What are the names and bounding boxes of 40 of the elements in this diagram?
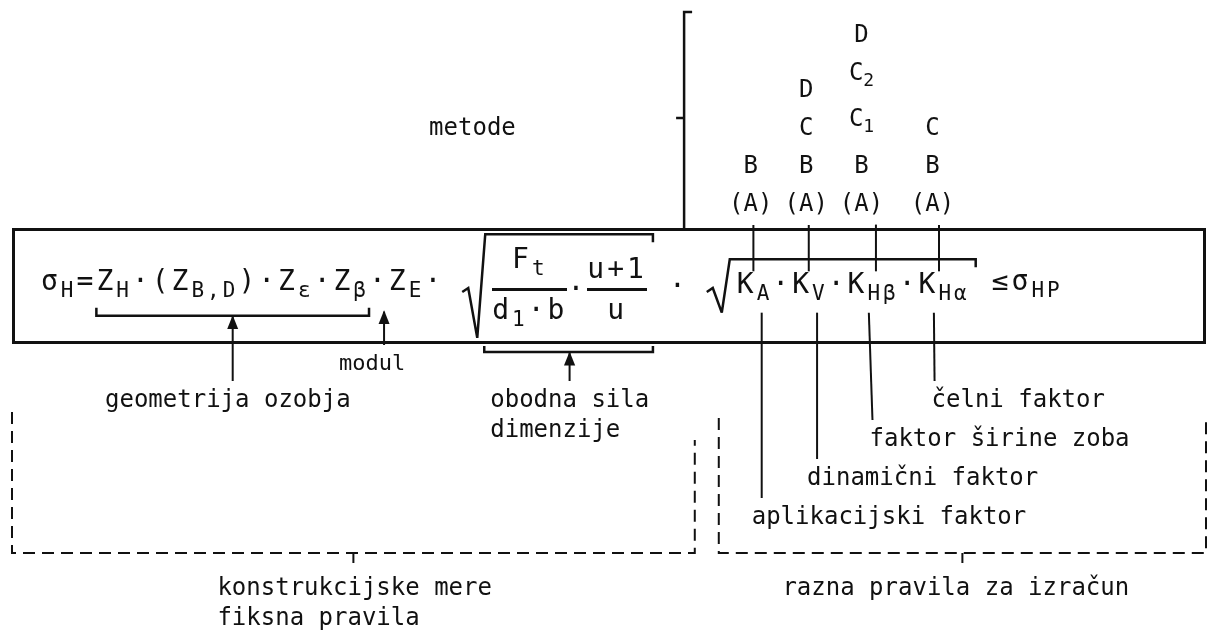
annotation-text: faktor širine zoba: [869, 423, 1130, 453]
method-letters: D C$_{2}$ C$_{1}$ B (A): [839, 15, 884, 222]
formula-term: u: [607, 292, 628, 327]
annotation-text: čelni faktor: [931, 384, 1105, 414]
annotation-text: obodna sila dimenzije: [490, 384, 657, 444]
formula-term: σ$_{H}$=: [41, 264, 97, 305]
leader-line: [752, 224, 755, 273]
method-letters: D C B (A): [784, 70, 828, 222]
leader-line: [874, 223, 877, 273]
bracket-label: razna pravila za izračun: [782, 572, 1130, 602]
formula-term: u+1: [587, 251, 647, 286]
formula-term: Z$_{H}$·(Z$_{B,D}$)·Z$_{ε}$·Z$_{β}$: [96, 264, 369, 305]
leader-line: [227, 315, 239, 382]
formula-term: ·: [668, 269, 689, 303]
leader-line: [816, 311, 819, 460]
formula-box: [12, 228, 1206, 344]
bracket-label: konstrukcijske mere fiksna pravila: [217, 572, 493, 632]
annotation-text: modul: [339, 348, 406, 378]
formula-term: ≤σ$_{HP}$: [991, 264, 1063, 305]
formula-term: ·Z$_{E}$·: [369, 264, 445, 305]
formula-term: K$_{V}$·: [792, 267, 848, 308]
method-letters: B (A): [729, 146, 773, 222]
annotation-text: geometrija ozobja: [105, 384, 351, 414]
formula-term: d$_{1}$·b: [492, 292, 568, 333]
leader-line: [867, 311, 874, 421]
formula-term: K$_{A}$·: [736, 267, 793, 308]
method-letters: C B (A): [910, 108, 955, 222]
leader-line: [807, 224, 810, 273]
formula-term: K$_{Hβ}$·: [847, 267, 919, 308]
leader-line: [938, 224, 940, 273]
leader-line: [760, 311, 763, 499]
annotation-text: dinamični faktor: [807, 462, 1039, 492]
annotation-text: aplikacijski faktor: [751, 501, 1027, 531]
group-label: metode: [429, 112, 516, 142]
leader-line: [378, 310, 390, 346]
formula-term: ·: [567, 272, 588, 306]
formula-term: F$_{t}$: [512, 242, 548, 283]
formula-term: K$_{Hα}$: [918, 267, 970, 308]
leader-line: [564, 351, 576, 382]
leader-line: [932, 311, 936, 382]
